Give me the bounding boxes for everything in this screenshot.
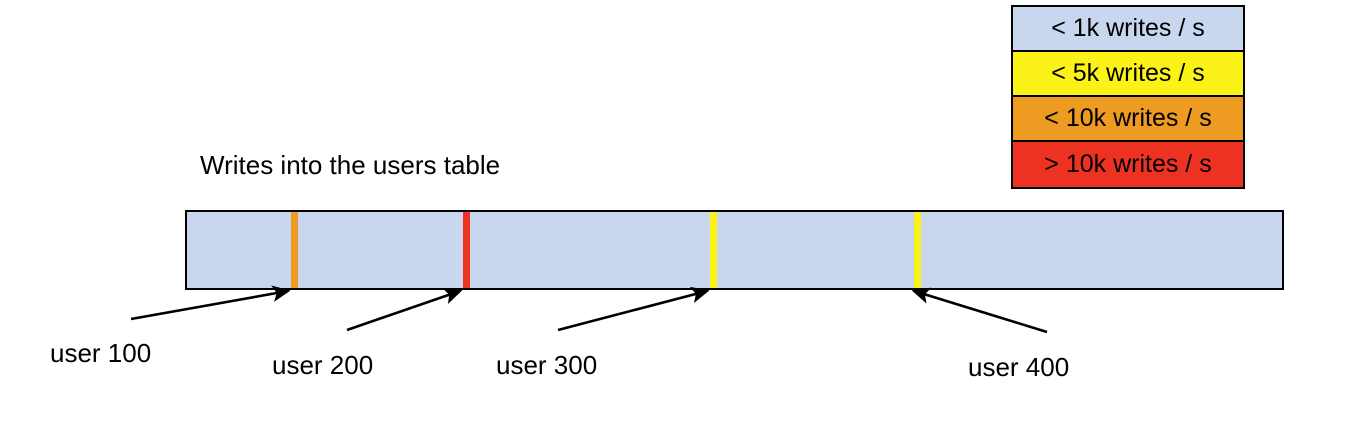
- legend-item-label: > 10k writes / s: [1044, 150, 1212, 178]
- user-400-arrow: [911, 287, 1048, 334]
- user-300-stripe: [710, 212, 717, 288]
- user-400-label: user 400: [968, 352, 1070, 382]
- user-300-label: user 300: [496, 350, 598, 380]
- legend-item-gt-10k: > 10k writes / s: [1013, 142, 1243, 187]
- user-200-label: user 200: [272, 350, 374, 380]
- legend-item-label: < 1k writes / s: [1051, 14, 1205, 42]
- legend-item-label: < 10k writes / s: [1044, 104, 1212, 132]
- users-table-bar: [185, 210, 1284, 290]
- user-400-stripe: [914, 212, 921, 288]
- user-100-stripe: [291, 212, 298, 288]
- legend-item-label: < 5k writes / s: [1051, 59, 1205, 87]
- legend-item-lt-1k: < 1k writes / s: [1013, 7, 1243, 52]
- legend-item-lt-5k: < 5k writes / s: [1013, 52, 1243, 97]
- user-100-label: user 100: [50, 338, 152, 368]
- user-200-arrow: [346, 288, 463, 332]
- legend: < 1k writes / s < 5k writes / s < 10k wr…: [1011, 5, 1245, 189]
- chart-title: Writes into the users table: [200, 150, 501, 180]
- legend-item-lt-10k: < 10k writes / s: [1013, 97, 1243, 142]
- user-300-arrow: [557, 286, 710, 332]
- user-200-stripe: [463, 212, 470, 288]
- user-100-arrow: [130, 285, 291, 321]
